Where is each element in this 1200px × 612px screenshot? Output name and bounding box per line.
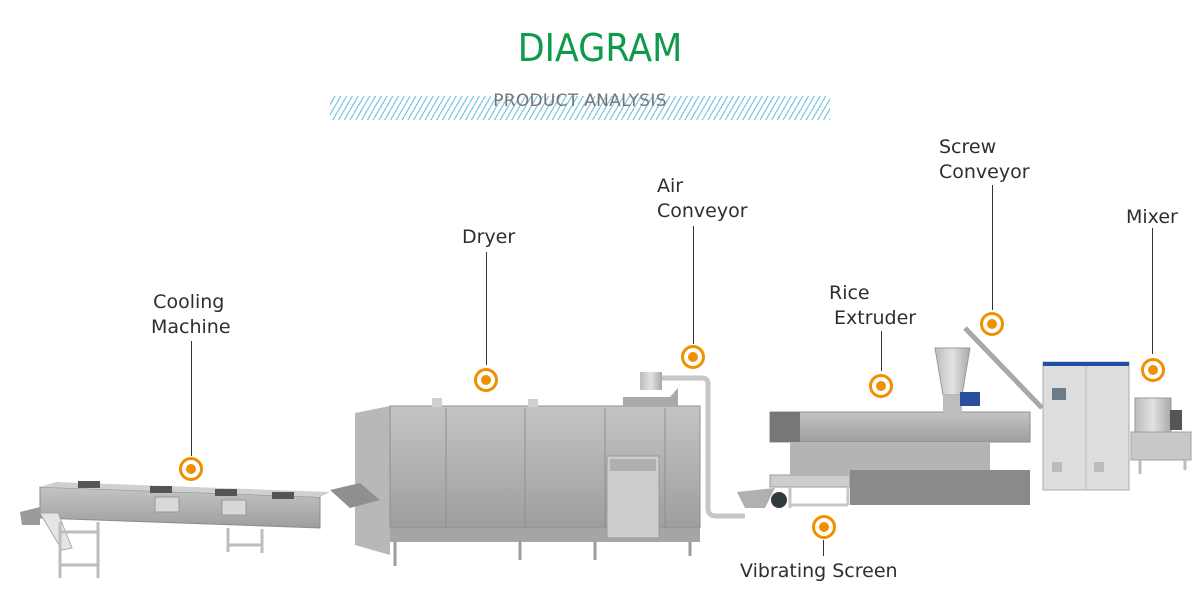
label-cooling-machine: Cooling Machine: [147, 290, 231, 340]
page-subtitle: PRODUCT ANALYSIS: [0, 91, 1160, 111]
leader-line: [693, 226, 694, 344]
marker-cooling-machine[interactable]: [179, 457, 203, 481]
page-title: DIAGRAM: [517, 26, 683, 70]
label-line: Rice: [829, 282, 870, 304]
label-rice-extruder: Rice Extruder: [829, 281, 916, 331]
marker-dryer[interactable]: [474, 368, 498, 392]
leader-line: [823, 540, 824, 556]
label-mixer: Mixer: [1126, 205, 1178, 230]
label-line: Machine: [151, 316, 231, 338]
label-line: Conveyor: [657, 200, 748, 222]
label-line: Extruder: [834, 307, 917, 329]
label-line: Dryer: [462, 226, 516, 248]
marker-mixer[interactable]: [1141, 358, 1165, 382]
dryer-graphic: [330, 372, 745, 566]
marker-vibrating-screen[interactable]: [812, 515, 836, 539]
leader-line: [486, 252, 487, 365]
leader-line: [191, 341, 192, 456]
marker-screw-conveyor[interactable]: [980, 312, 1004, 336]
label-line: Vibrating Screen: [740, 560, 898, 582]
label-air-conveyor: Air Conveyor: [657, 174, 748, 224]
label-line: Air: [657, 175, 684, 197]
label-line: Screw: [939, 136, 997, 158]
vibrating-screen-graphic: [737, 474, 851, 508]
label-line: Conveyor: [939, 161, 1030, 183]
label-vibrating-screen: Vibrating Screen: [740, 559, 898, 584]
cooling-machine-graphic: [20, 481, 330, 578]
label-screw-conveyor: Screw Conveyor: [939, 135, 1030, 185]
rice-extruder-graphic: [769, 326, 1044, 505]
leader-line: [881, 331, 882, 371]
leader-line: [1152, 228, 1153, 354]
label-dryer: Dryer: [462, 225, 515, 250]
hatched-divider: [330, 96, 830, 120]
mixer-graphic: [1130, 397, 1192, 474]
control-cabinet-graphic: [1042, 361, 1130, 491]
leader-line: [992, 185, 993, 310]
subtitle-text: PRODUCT ANALYSIS: [493, 91, 667, 111]
marker-rice-extruder[interactable]: [869, 374, 893, 398]
label-line: Cooling: [153, 291, 225, 313]
label-line: Mixer: [1126, 206, 1178, 228]
marker-air-conveyor[interactable]: [681, 345, 705, 369]
